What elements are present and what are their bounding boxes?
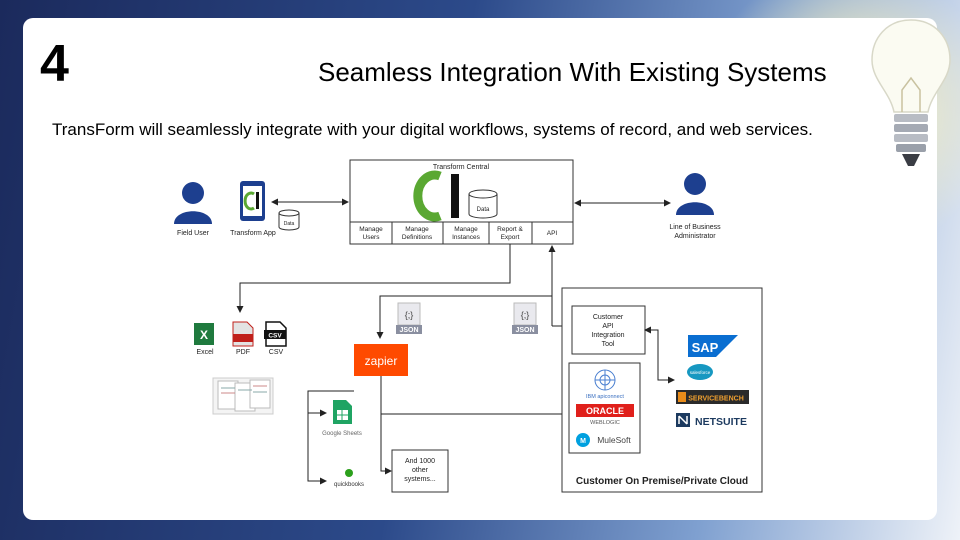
- field-user: Field User: [174, 182, 212, 237]
- sap-label: SAP: [692, 340, 719, 355]
- slide-subtitle: TransForm will seamlessly integrate with…: [52, 120, 813, 139]
- quickbooks-icon: [345, 469, 353, 477]
- json-badge-left-icon: {;}: [396, 302, 422, 334]
- module-manage-instances-l1: Manage: [454, 226, 478, 233]
- pdf-label: PDF: [236, 349, 250, 356]
- excel-label: Excel: [196, 349, 214, 356]
- zapier-quickbooks-connector: [307, 390, 354, 485]
- module-manage-definitions-l2: Definitions: [402, 234, 433, 241]
- documents-thumbnail-icon: [212, 377, 274, 415]
- json-badge-right-icon: {;}: [512, 302, 538, 334]
- svg-text:{;}: {;}: [405, 310, 414, 320]
- google-sheets-icon: [333, 400, 352, 424]
- tool-line2: API: [602, 323, 613, 330]
- transform-app: Transform App Data: [230, 181, 300, 237]
- module-manage-definitions-l1: Manage: [405, 226, 429, 233]
- module-report-export-l1: Report &: [497, 226, 523, 233]
- slide-card: [23, 18, 937, 520]
- oracle-label: ORACLE: [586, 406, 624, 416]
- lightbulb-icon: [871, 19, 951, 166]
- json-label-left: JSON: [399, 327, 418, 334]
- svg-text:{;}: {;}: [521, 310, 530, 320]
- export-connector: [236, 244, 511, 313]
- database-icon: [468, 189, 498, 219]
- excel-icon: X: [194, 323, 214, 345]
- salesforce-logo: [687, 364, 713, 380]
- quickbooks-label: quickbooks: [334, 482, 364, 488]
- module-manage-instances-l2: Instances: [452, 234, 481, 241]
- salesforce-label: salesforce: [690, 370, 711, 375]
- zapier-other-connector: [380, 414, 392, 475]
- other-systems-box: [391, 449, 449, 493]
- other-line1: And 1000: [405, 458, 435, 465]
- admin-user-icon: [676, 173, 714, 215]
- oracle-logo: [576, 404, 634, 417]
- module-manage-users-l2: Users: [363, 234, 381, 241]
- module-api: API: [547, 230, 558, 237]
- app-database-icon: [278, 209, 300, 231]
- slide-number: 4: [40, 35, 69, 93]
- tool-line3: Integration: [591, 332, 624, 339]
- svg-text:CSV: CSV: [268, 333, 282, 340]
- other-line3: systems...: [404, 476, 436, 483]
- zapier-label: zapier: [365, 354, 398, 368]
- central-data-label: Data: [477, 207, 490, 213]
- csv-icon: CSV: [264, 321, 287, 347]
- ibm-label: IBM apiconnect: [586, 394, 624, 400]
- app-data-label: Data: [284, 221, 295, 227]
- transform-central-box: Transform Central Data Manage Users Mana…: [349, 159, 574, 245]
- central-title: Transform Central: [433, 164, 490, 171]
- transform-app-label: Transform App: [230, 230, 276, 237]
- other-line2: other: [412, 467, 429, 474]
- netsuite-label: NETSUITE: [695, 416, 747, 428]
- ibm-apiconnect-icon: [594, 369, 616, 391]
- field-user-label: Field User: [177, 230, 210, 237]
- user-icon: [174, 182, 212, 224]
- weblogic-label: WEBLOGIC: [590, 420, 620, 426]
- slide-title: Seamless Integration With Existing Syste…: [318, 57, 827, 87]
- tool-line4: Tool: [602, 341, 615, 348]
- google-sheets-label: Google Sheets: [322, 431, 362, 437]
- servicebench-logo: [676, 390, 749, 404]
- mulesoft-icon: M: [576, 433, 590, 447]
- mulesoft-label: MuleSoft: [597, 435, 631, 445]
- svg-text:X: X: [200, 328, 208, 342]
- netsuite-icon: [676, 413, 690, 427]
- api-zapier-connector: [376, 295, 552, 339]
- transform-logo-icon: [413, 170, 459, 222]
- module-manage-users-l1: Manage: [359, 226, 383, 233]
- pdf-icon: [232, 321, 254, 347]
- csv-label: CSV: [269, 349, 284, 356]
- zapier-logo: [354, 344, 408, 376]
- sap-logo: [688, 335, 738, 357]
- svg-text:M: M: [580, 438, 586, 445]
- api-integration-tool-box: [571, 305, 646, 355]
- lob-label-line2: Administrator: [674, 233, 716, 240]
- lob-label-line1: Line of Business: [669, 224, 721, 231]
- lob-administrator: Line of Business Administrator: [669, 173, 721, 240]
- module-report-export-l2: Export: [501, 234, 520, 241]
- servicebench-label: SERVICEBENCH: [688, 396, 744, 403]
- cloud-caption: Customer On Premise/Private Cloud: [576, 476, 748, 487]
- json-label-right: JSON: [515, 327, 534, 334]
- phone-icon: [240, 181, 265, 221]
- tool-vendor-connector: [644, 326, 675, 384]
- tool-line1: Customer: [593, 314, 624, 321]
